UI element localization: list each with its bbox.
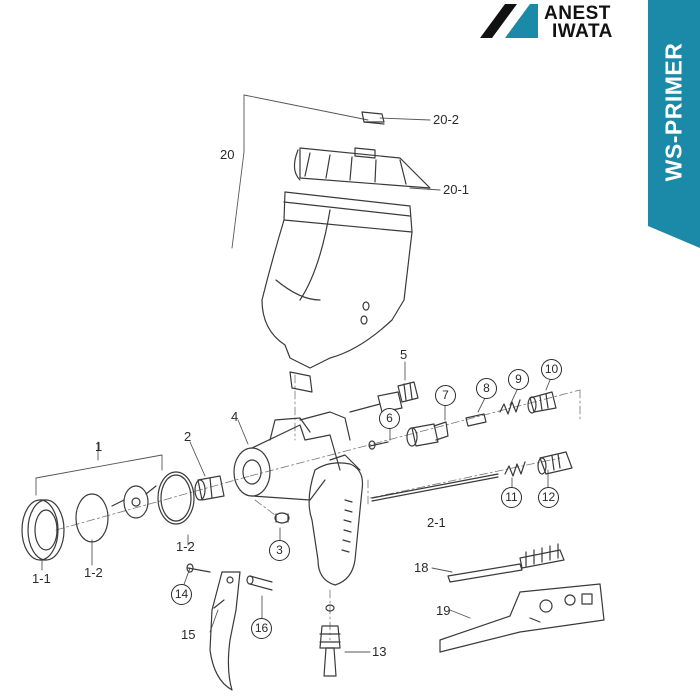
part-9-spring [499,399,521,415]
part-label-18: 18 [414,560,429,575]
part-13-air-valve [319,604,341,677]
brand-name-line2: IWATA [552,21,613,42]
paint-cup [261,191,413,393]
part-5-fitting [349,381,419,413]
air-cap [111,485,157,519]
fluid-nozzle [194,475,225,501]
part-label-6: 6 [379,408,400,429]
part-label-1-2-right: 1-2 [176,539,195,554]
part-label-1: 1 [95,439,103,454]
spanner-wrench [439,583,605,653]
part-label-13: 13 [372,644,387,659]
part-label-3: 3 [269,540,290,561]
part-8-packing [465,413,487,427]
part-label-4: 4 [231,409,239,424]
fluid-needle [371,473,499,499]
part-6-pin [369,441,389,447]
part-7-valve [406,421,449,447]
assembly-centerlines [55,374,581,641]
part-label-20: 20 [220,147,235,162]
part-label-1-2-left: 1-2 [84,565,103,580]
part-label-12: 12 [538,487,559,508]
seal-ring-1 [75,493,109,543]
part-label-8: 8 [476,378,497,399]
part-label-7: 7 [435,385,456,406]
air-cap-ring [21,499,65,561]
part-14-screw [187,567,211,573]
product-name: WS-PRIMER [660,42,687,182]
gun-handle [308,462,364,586]
part-label-1-1: 1-1 [32,571,51,586]
part-label-14: 14 [171,584,192,605]
part-label-19: 19 [436,603,451,618]
part-label-10: 10 [541,359,562,380]
part-label-2-1: 2-1 [427,515,446,530]
product-tab-background [648,0,700,248]
cup-lid [293,147,431,189]
gun-body [233,411,361,501]
part-12-adjuster [537,451,573,475]
vent-cap [361,111,385,125]
cleaning-brush [447,543,565,583]
part-label-16: 16 [251,618,272,639]
part-16-pin [246,575,273,591]
part-11-spring [504,461,526,477]
part-label-15: 15 [181,627,196,642]
part-label-11: 11 [501,487,522,508]
seal-ring-2 [157,471,195,525]
part-label-5: 5 [400,347,408,362]
anest-iwata-logo-icon [480,4,538,38]
part-label-9: 9 [508,369,529,390]
part-label-2: 2 [184,429,192,444]
part-3-plug [274,512,290,524]
part-10-cap [527,391,557,414]
brand-name-line1: ANEST [544,3,611,24]
part-label-20-2: 20-2 [433,112,460,127]
part-label-20-1: 20-1 [443,182,470,197]
trigger [209,571,241,691]
leader-lines [35,94,551,653]
